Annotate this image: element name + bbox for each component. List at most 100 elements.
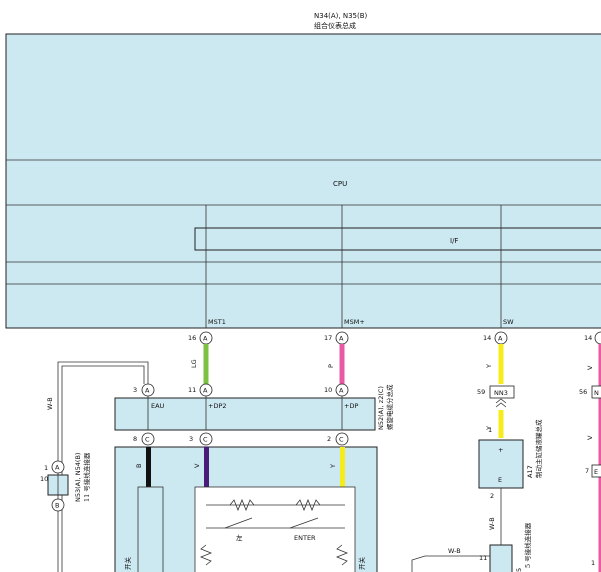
pin-2-letter: C [339, 436, 344, 444]
right-connector-n-label: N [594, 389, 599, 397]
switch-circuit-area [194, 486, 356, 572]
right-connector-e [591, 464, 601, 478]
pin-10-number: 10 [324, 386, 332, 394]
pin-1b-number: 1 [488, 426, 492, 434]
resistor-2 [295, 498, 321, 512]
pin-14a-number: 14 [483, 334, 491, 342]
pin-7-number: 7 [585, 467, 589, 475]
wire-v-label: V [193, 463, 201, 468]
pin-14b-circle [594, 331, 601, 345]
pin-8-circle [141, 432, 155, 446]
wire-p [339, 344, 345, 384]
signal-msm-plus: MSM+ [344, 318, 365, 326]
resistor-3 [199, 544, 213, 566]
pin-8-number: 8 [133, 435, 137, 443]
pin-1c-number: 1 [591, 559, 595, 567]
pin-1a-letter: A [55, 464, 60, 472]
ecu-title-name: 组合仪表总成 [314, 21, 356, 30]
pin-14a-letter: A [498, 335, 503, 343]
pin-56-number: 56 [579, 388, 587, 396]
wire-wb-label: W-B [46, 397, 54, 410]
reservoir-e: E [498, 476, 502, 484]
pin-10b-letter: B [55, 502, 59, 510]
spiral-cable-block [114, 397, 376, 431]
pin-2-circle [335, 432, 349, 446]
signal-mst1: MST1 [208, 318, 226, 326]
wire-wb-reservoir-label: W-B [488, 517, 496, 530]
brake-fluid-reservoir [478, 439, 524, 489]
connector-left-code: N53(A), N54(B) [74, 453, 82, 502]
spiral-code: N52(A), z2(C) [377, 386, 385, 430]
pin-3a-number: 3 [133, 386, 137, 394]
switch-enter-button: ENTER [294, 534, 316, 542]
connector-left-name: 11 号接线连接器 [82, 452, 91, 502]
reservoir-code: A17 [526, 465, 534, 478]
reservoir-name: 制动主缸储液罐总成 [534, 419, 543, 478]
if-block [194, 227, 601, 251]
resistor-1 [229, 498, 255, 512]
wire-b-label: B [135, 464, 143, 468]
pin-16-number: 16 [188, 334, 196, 342]
pin-10-letter: A [339, 387, 344, 395]
wire-wb-bottom [411, 555, 490, 572]
spiral-name: 螺旋电缆分总成 [385, 384, 394, 430]
cpu-label: CPU [333, 180, 347, 188]
right-connector-e-label: E [594, 468, 598, 476]
switch-inner-left [137, 486, 164, 572]
switch-enter-contact [289, 517, 319, 529]
pin-2b-number: 2 [490, 492, 494, 500]
switch-right-label: 开关 [357, 557, 366, 571]
if-label: I/F [450, 237, 458, 245]
wire-y-lower [498, 410, 504, 438]
pin-10b-number: 10 [40, 475, 48, 483]
pin-3a-letter: A [145, 387, 150, 395]
nn3-label: NN3 [494, 389, 508, 397]
pin-11-letter: A [203, 387, 208, 395]
signal-dp2: +DP2 [208, 402, 227, 410]
signal-dp: +DP [344, 402, 358, 410]
nn3-connector [489, 385, 515, 399]
nn3-chevron-1 [495, 398, 507, 404]
connector-bottom-box [489, 544, 513, 572]
wire-v-right-label: V [586, 365, 594, 370]
pin-11-number: 11 [188, 386, 196, 394]
wire-lg-label: LG [190, 359, 198, 368]
pin-1a-number: 1 [44, 464, 48, 472]
switch-left-button: 左 [236, 533, 243, 542]
wire-y-switch [340, 447, 345, 487]
pin-11b-number: 11 [479, 554, 487, 562]
wire-y-lower-label: Y [485, 426, 493, 431]
pin-59-number: 59 [477, 388, 485, 396]
wire-p-right [598, 344, 601, 572]
wire-v-right-mid-label: V [586, 435, 594, 440]
switch-left-contact [224, 517, 253, 529]
pin-1a-circle [51, 460, 65, 474]
connector-bottom-name: 5 号接线连接器 [523, 522, 532, 568]
pin-3b-number: 3 [189, 435, 193, 443]
nn3-chevron-2 [495, 402, 507, 408]
combination-meter-panel [5, 33, 601, 329]
signal-sw: SW [503, 318, 514, 326]
ecu-title-code: N34(A), N35(B) [314, 12, 368, 20]
wire-y-upper-label: Y [485, 364, 493, 369]
right-connector-n [591, 385, 601, 399]
pin-16-letter: A [203, 335, 208, 343]
wire-p-label: P [327, 364, 335, 368]
switch-left-label: 开关 [123, 557, 132, 571]
resistor-4 [335, 544, 349, 566]
pin-3b-circle [199, 432, 213, 446]
wire-b [146, 447, 151, 487]
pin-14b-number: 14 [584, 334, 592, 342]
pin-17-number: 17 [324, 334, 332, 342]
wire-lg [203, 344, 209, 384]
pin-10b-circle [51, 498, 65, 512]
pin-8-letter: C [145, 436, 150, 444]
wire-v [204, 447, 209, 487]
pin-17-letter: A [339, 335, 344, 343]
wire-y-upper [498, 344, 504, 384]
signal-eau: EAU [151, 402, 165, 410]
pin-2-number: 2 [327, 435, 331, 443]
wire-wb-bottom-label: W-B [448, 547, 461, 555]
pin-3b-letter: C [203, 436, 208, 444]
